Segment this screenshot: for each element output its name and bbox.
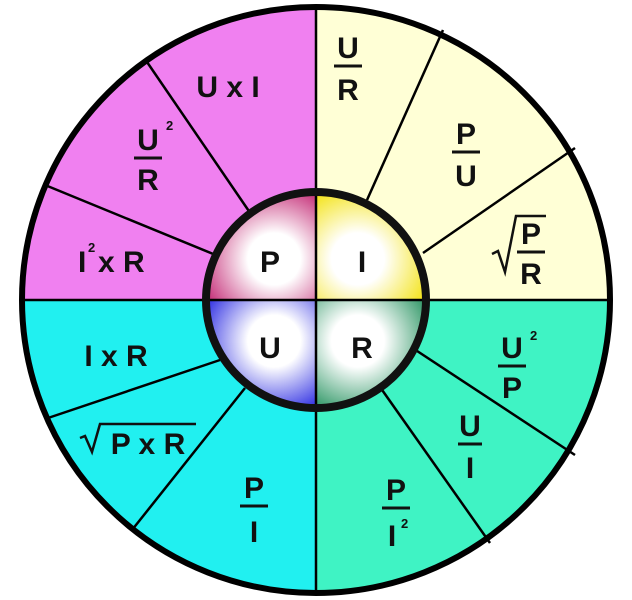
outer-ring <box>19 4 613 596</box>
center-ring <box>202 188 430 412</box>
i2r-rest: x R <box>98 246 145 279</box>
center-p-quadrant <box>206 192 316 300</box>
pu-numerator: P <box>456 118 476 151</box>
sqrt-pxr-text: P x R <box>111 428 186 461</box>
sqrt-symbol <box>491 214 546 277</box>
u2r-exponent: 2 <box>166 118 173 133</box>
formula-p-over-i: P I <box>240 472 268 549</box>
formula-p-over-u: P U <box>452 118 480 193</box>
u2p-exponent: 2 <box>530 328 537 343</box>
formula-u-over-r: U R <box>334 32 362 107</box>
sqrt-pr-numerator: P <box>521 218 541 251</box>
u2r-numerator: U <box>137 124 159 157</box>
center-label-i: I <box>358 246 366 279</box>
u2r-denominator: R <box>137 164 159 197</box>
formula-u-over-i: U I <box>458 410 482 485</box>
center-label-u: U <box>259 332 281 365</box>
i2r-base: I <box>78 246 86 279</box>
center-u-quadrant <box>206 300 316 408</box>
i2r-exponent: 2 <box>88 240 95 255</box>
formula-u-squared-over-r: U 2 R <box>134 118 173 197</box>
ur-numerator: U <box>337 32 359 65</box>
center-r-quadrant <box>316 300 426 408</box>
ur-denominator: R <box>337 74 359 107</box>
formula-sqrt-p-times-r: P x R <box>79 422 196 461</box>
center-label-r: R <box>351 332 373 365</box>
formula-sqrt-p-over-r: P R <box>491 214 546 291</box>
sqrt-pr-denominator: R <box>520 258 542 291</box>
formula-u-squared-over-p: U 2 P <box>498 328 537 405</box>
sector-dividers <box>22 5 610 593</box>
pi2-numerator: P <box>386 474 406 507</box>
formula-u-times-i: U x I <box>196 71 259 104</box>
pi-denominator: I <box>250 516 258 549</box>
formula-i-times-r: I x R <box>84 340 148 373</box>
pi2-exponent: 2 <box>401 516 408 531</box>
sqrt-pxr-symbol <box>79 422 196 456</box>
ui-numerator: U <box>459 410 481 443</box>
pu-denominator: U <box>455 160 477 193</box>
pi2-denominator: I <box>388 520 396 553</box>
u2p-numerator: U <box>501 332 523 365</box>
center-i-quadrant <box>316 192 426 300</box>
formula-p-over-i-squared: P I 2 <box>382 474 410 553</box>
formula-i-squared-times-r: I 2 x R <box>78 240 145 279</box>
pi-numerator: P <box>244 472 264 505</box>
center-label-p: P <box>260 246 280 279</box>
ui-denominator: I <box>466 452 474 485</box>
u2p-denominator: P <box>502 372 522 405</box>
